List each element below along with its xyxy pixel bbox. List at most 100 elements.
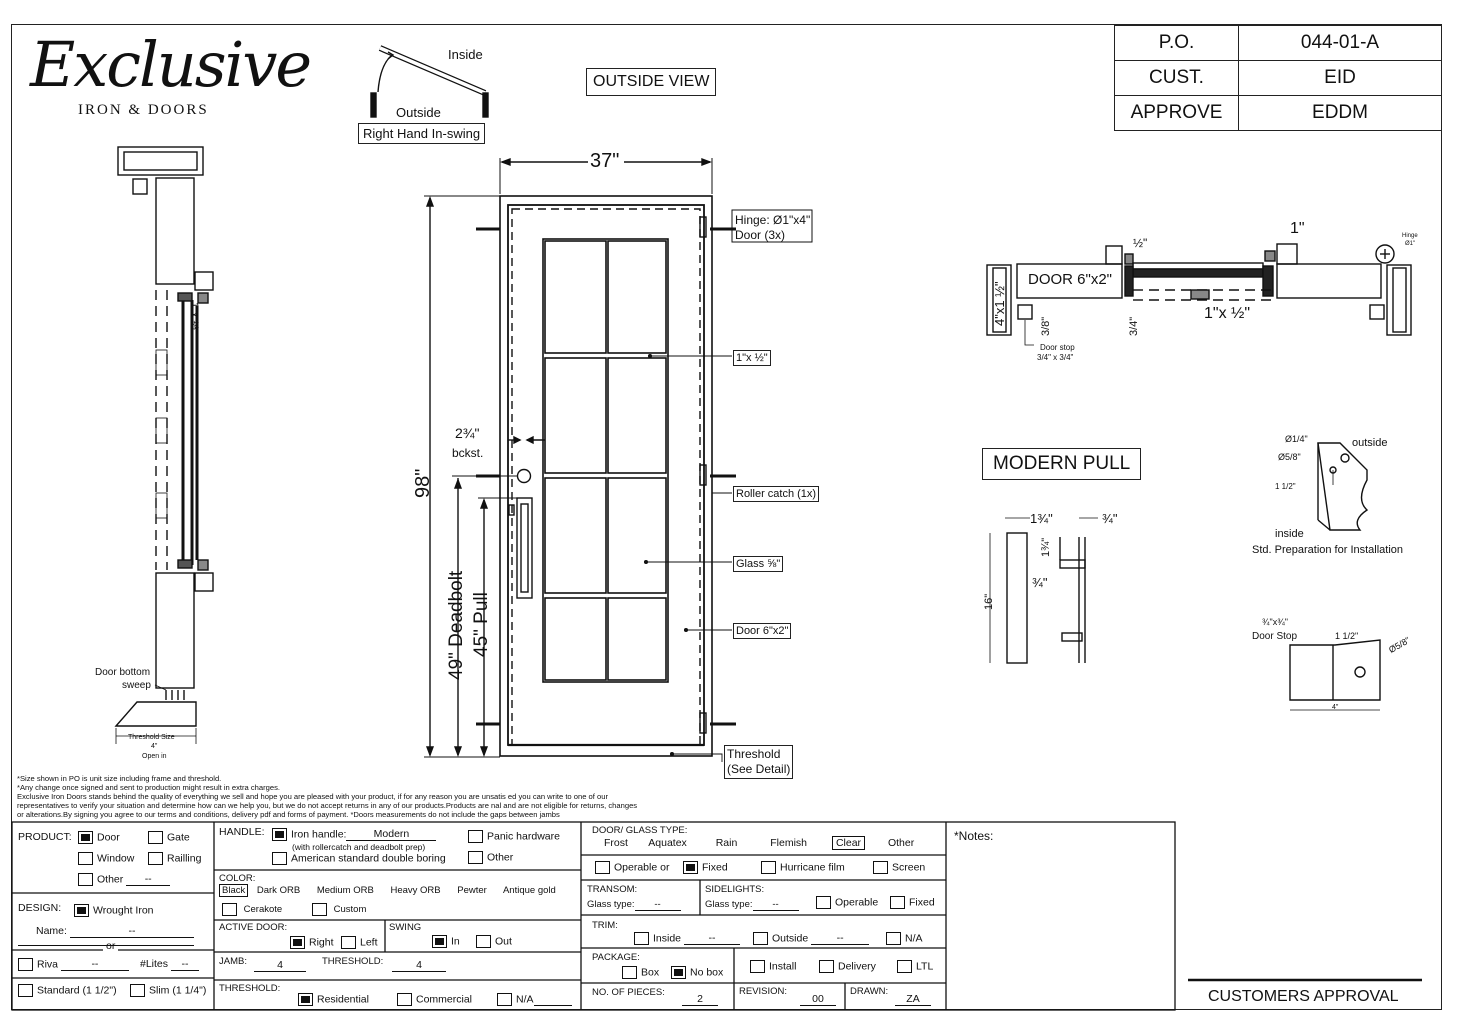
color-option-heavy-orb[interactable]: Heavy ORB	[390, 885, 441, 896]
riva-value[interactable]: --	[60, 958, 129, 972]
product-other-option[interactable]: Other --	[78, 873, 171, 887]
active-right-option[interactable]: Right	[290, 936, 334, 949]
jamb-threshold-label: THRESHOLD:	[322, 956, 384, 967]
trim-na-checkbox[interactable]	[886, 932, 901, 945]
cerakote-checkbox[interactable]	[222, 903, 237, 916]
color-custom-option[interactable]: Custom	[312, 903, 366, 916]
color-option-medium-orb[interactable]: Medium ORB	[316, 885, 374, 896]
threshold-na-option[interactable]: N/A	[497, 993, 572, 1007]
package-install-checkbox[interactable]	[750, 960, 765, 973]
glass-fixed-option[interactable]: Fixed	[683, 861, 728, 874]
glass-hurricane-checkbox[interactable]	[761, 861, 776, 874]
active-left-option[interactable]: Left	[341, 936, 378, 949]
glass-operable-option[interactable]: Operable or	[595, 861, 669, 874]
design-wrought-checkbox[interactable]	[74, 904, 89, 917]
pieces-value[interactable]: 2	[682, 993, 718, 1006]
threshold-residential-option[interactable]: Residential	[298, 993, 369, 1006]
product-window-checkbox[interactable]	[78, 852, 93, 865]
handle-other-option[interactable]: Other	[468, 851, 513, 864]
sidelights-fixed-checkbox[interactable]	[890, 896, 905, 909]
package-delivery-checkbox[interactable]	[819, 960, 834, 973]
color-option-black[interactable]: Black	[219, 884, 249, 897]
drawn-value[interactable]: ZA	[895, 993, 931, 1006]
design-name-value[interactable]: --	[70, 925, 194, 938]
riva-checkbox[interactable]	[18, 958, 33, 971]
jamb-value[interactable]: 4	[254, 959, 306, 972]
handle-panic-option[interactable]: Panic hardware	[468, 830, 560, 843]
handle-american-checkbox[interactable]	[272, 852, 287, 865]
glass-fixed-checkbox[interactable]	[683, 861, 698, 874]
glass-operable-text: Operable or	[614, 861, 670, 874]
package-ltl-checkbox[interactable]	[897, 960, 912, 973]
handle-other-checkbox[interactable]	[468, 851, 483, 864]
trim-inside-checkbox[interactable]	[634, 932, 649, 945]
package-ltl-option[interactable]: LTL	[897, 960, 933, 973]
threshold-na-checkbox[interactable]	[497, 993, 512, 1006]
sidelights-glass-value[interactable]: --	[752, 899, 799, 911]
handle-panic-checkbox[interactable]	[468, 830, 483, 843]
custom-color-checkbox[interactable]	[312, 903, 327, 916]
swing-in-checkbox[interactable]	[432, 935, 447, 948]
trim-inside-value[interactable]: --	[683, 932, 740, 946]
color-option-dark-orb[interactable]: Dark ORB	[256, 885, 301, 896]
sidelights-operable-checkbox[interactable]	[816, 896, 831, 909]
glass-screen-checkbox[interactable]	[873, 861, 888, 874]
glass-operable-checkbox[interactable]	[595, 861, 610, 874]
riva-option[interactable]: Riva --	[18, 958, 129, 972]
active-left-checkbox[interactable]	[341, 936, 356, 949]
color-option-pewter[interactable]: Pewter	[457, 885, 487, 896]
package-box-option[interactable]: Box	[622, 966, 659, 979]
swing-in-option[interactable]: In	[432, 935, 460, 948]
active-right-checkbox[interactable]	[290, 936, 305, 949]
glass-rain[interactable]: Rain	[715, 837, 738, 849]
product-gate-option[interactable]: Gate	[148, 831, 190, 844]
package-install-option[interactable]: Install	[750, 960, 796, 973]
lites-value[interactable]: --	[170, 958, 199, 971]
package-box-checkbox[interactable]	[622, 966, 637, 979]
swing-out-option[interactable]: Out	[476, 935, 512, 948]
design-wrought-option[interactable]: Wrought Iron	[74, 904, 154, 917]
revision-value[interactable]: 00	[800, 993, 836, 1006]
product-railing-checkbox[interactable]	[148, 852, 163, 865]
trim-outside-checkbox[interactable]	[753, 932, 768, 945]
product-door-option[interactable]: Door	[78, 831, 120, 844]
product-other-value[interactable]: --	[126, 873, 171, 887]
threshold-commercial-option[interactable]: Commercial	[397, 993, 472, 1006]
glass-hurricane-option[interactable]: Hurricane film	[761, 861, 845, 874]
slim-option[interactable]: Slim (1 1/4")	[130, 984, 206, 997]
slim-checkbox[interactable]	[130, 984, 145, 997]
transom-glass-value[interactable]: --	[634, 899, 681, 911]
trim-inside-option[interactable]: Inside --	[634, 932, 740, 946]
product-door-checkbox[interactable]	[78, 831, 93, 844]
glass-clear[interactable]: Clear	[831, 836, 866, 850]
trim-outside-value[interactable]: --	[811, 932, 870, 946]
standard-checkbox[interactable]	[18, 984, 33, 997]
threshold-residential-checkbox[interactable]	[298, 993, 313, 1006]
package-delivery-option[interactable]: Delivery	[819, 960, 876, 973]
handle-iron-value[interactable]: Modern	[346, 828, 437, 842]
swing-out-checkbox[interactable]	[476, 935, 491, 948]
standard-option[interactable]: Standard (1 1/2")	[18, 984, 117, 997]
glass-aquatex[interactable]: Aquatex	[648, 837, 687, 849]
product-other-checkbox[interactable]	[78, 873, 93, 886]
glass-frost[interactable]: Frost	[604, 837, 628, 849]
product-gate-checkbox[interactable]	[148, 831, 163, 844]
sidelights-operable-option[interactable]: Operable	[816, 896, 878, 909]
handle-iron-checkbox[interactable]	[272, 828, 287, 841]
sidelights-fixed-option[interactable]: Fixed	[890, 896, 935, 909]
threshold-commercial-checkbox[interactable]	[397, 993, 412, 1006]
glass-flemish[interactable]: Flemish	[770, 837, 808, 849]
jamb-threshold-value[interactable]: 4	[392, 959, 446, 972]
handle-iron-option[interactable]: Iron handle:Modern	[272, 828, 437, 842]
glass-other[interactable]: Other	[887, 837, 915, 849]
trim-outside-option[interactable]: Outside --	[753, 932, 870, 946]
package-nobox-checkbox[interactable]	[671, 966, 686, 979]
product-window-option[interactable]: Window	[78, 852, 134, 865]
glass-screen-option[interactable]: Screen	[873, 861, 925, 874]
trim-na-option[interactable]: N/A	[886, 932, 923, 945]
color-cerakote-option[interactable]: Cerakote	[222, 903, 282, 916]
handle-american-option[interactable]: American standard double boring	[272, 852, 446, 865]
color-option-antique-gold[interactable]: Antique gold	[502, 885, 556, 896]
product-railing-option[interactable]: Railling	[148, 852, 201, 865]
package-nobox-option[interactable]: No box	[671, 966, 723, 979]
